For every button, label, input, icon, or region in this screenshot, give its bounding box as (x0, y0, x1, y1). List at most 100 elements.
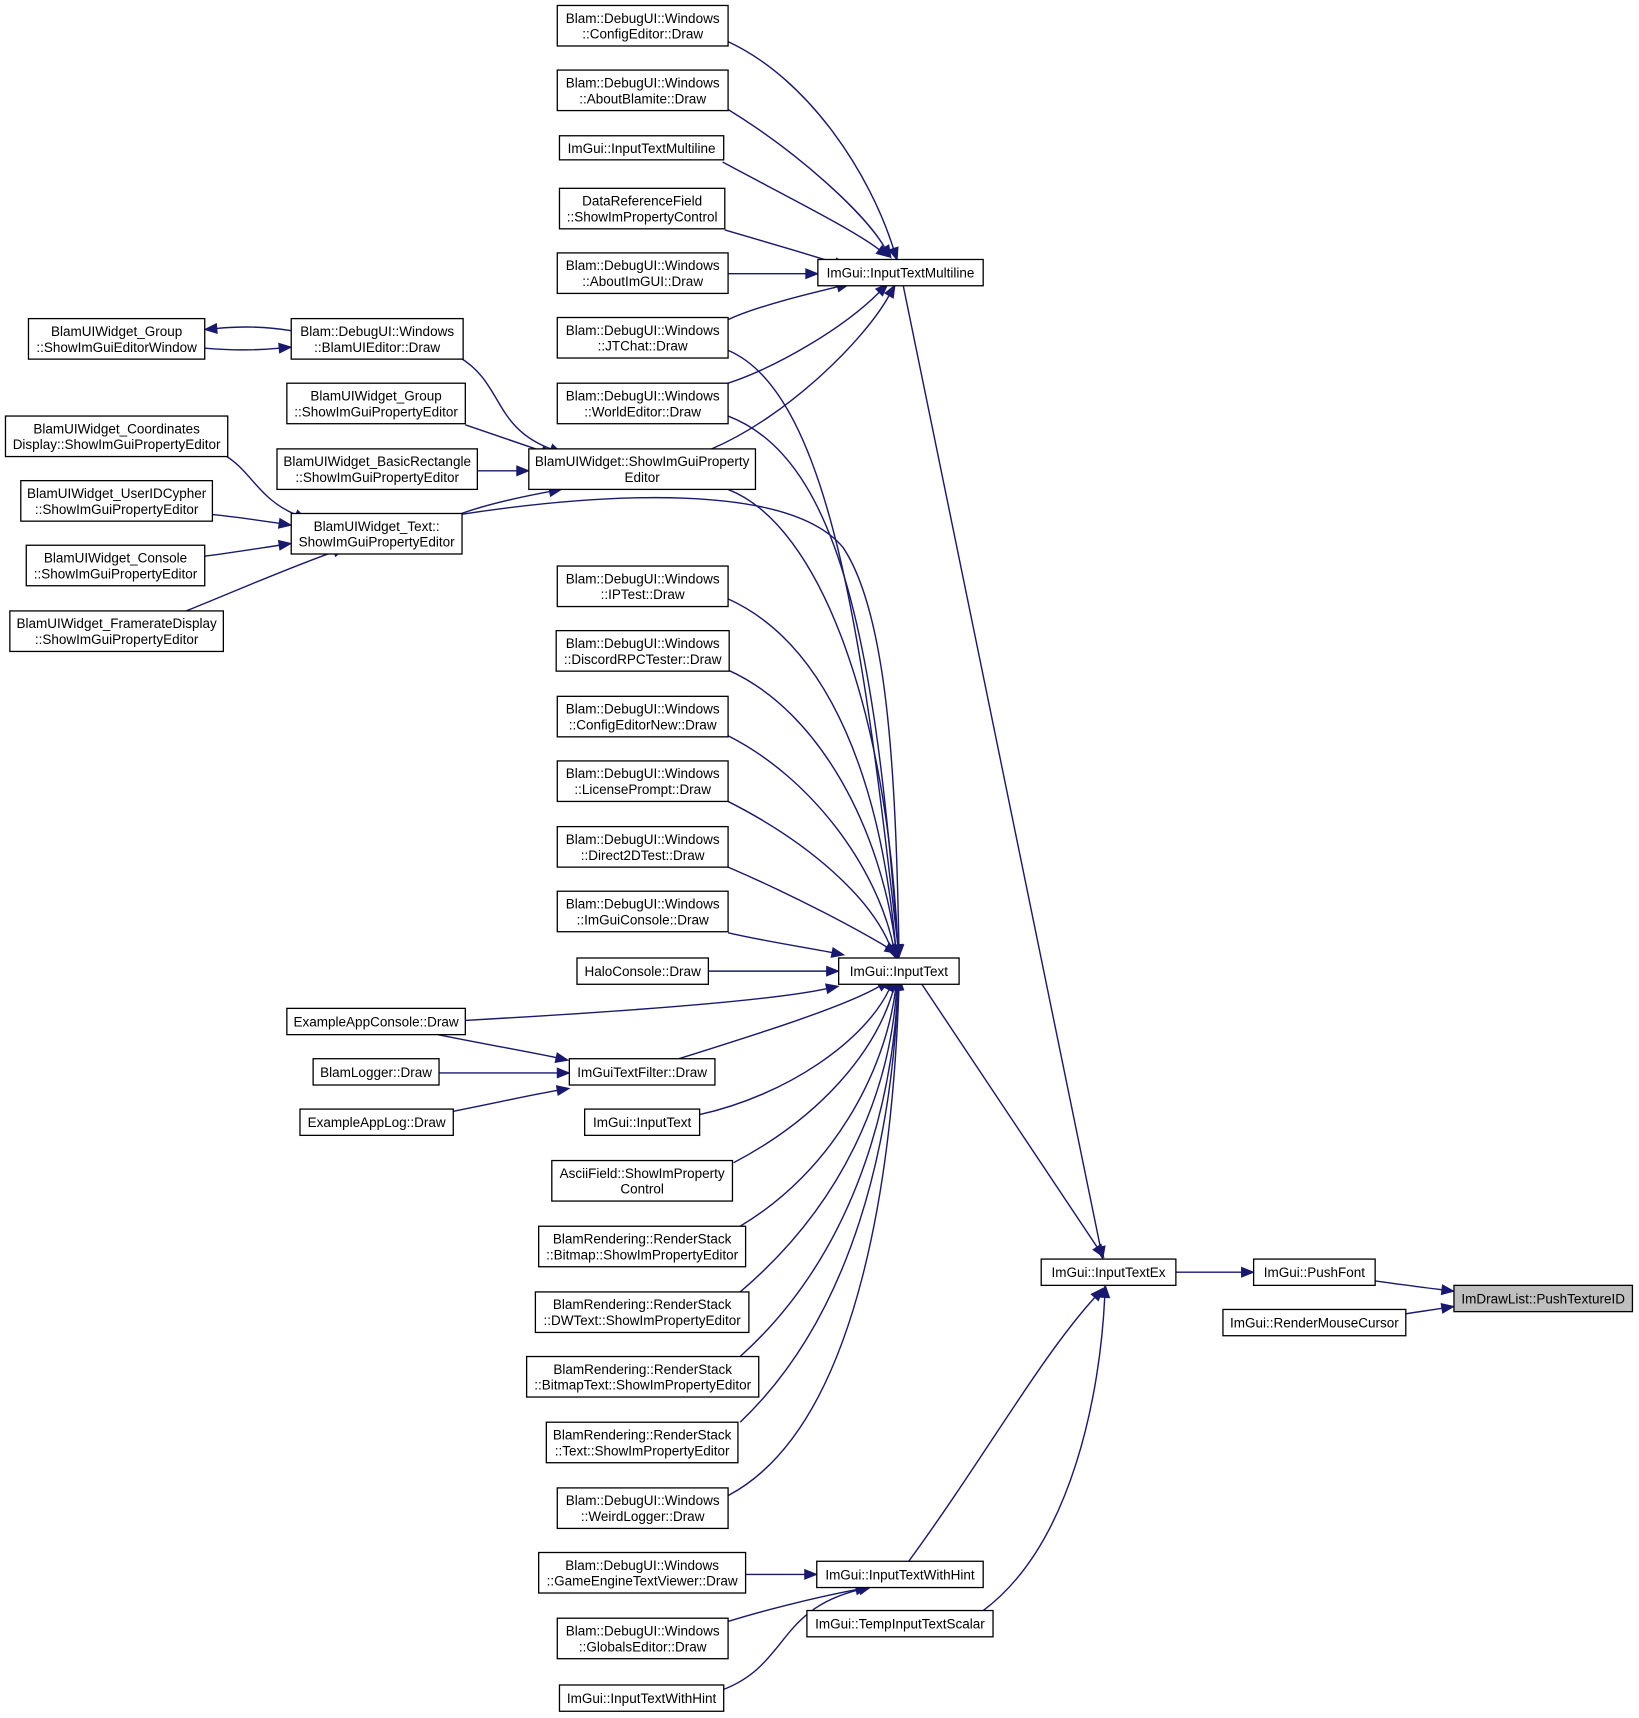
edge-line (727, 415, 899, 945)
node-ascii[interactable]: AsciiField::ShowImPropertyControl (551, 1159, 734, 1202)
node-rs-bitmap[interactable]: BlamRendering::RenderStack::Bitmap::Show… (538, 1225, 747, 1268)
arrowhead (554, 1052, 570, 1063)
node-label-line: ::ShowImGuiPropertyEditor (35, 502, 199, 517)
node-itwh[interactable]: ImGui::InputTextWithHint (816, 1560, 984, 1589)
node-box (556, 1487, 729, 1530)
node-example-log[interactable]: ExampleAppLog::Draw (299, 1108, 454, 1137)
node-box (556, 316, 729, 359)
edge-line (739, 989, 899, 1358)
node-world-editor[interactable]: Blam::DebugUI::Windows::WorldEditor::Dra… (556, 382, 729, 425)
arrowhead (516, 465, 531, 477)
edge-line (216, 326, 292, 332)
node-globals[interactable]: Blam::DebugUI::Windows::GlobalsEditor::D… (556, 1617, 729, 1660)
node-box (1040, 1258, 1177, 1287)
node-box (286, 1007, 466, 1036)
node-bw-framerate[interactable]: BlamUIWidget_FramerateDisplay::ShowImGui… (9, 610, 225, 653)
node-input-text-caller[interactable]: ImGui::InputText (584, 1108, 701, 1137)
edge-line (727, 932, 833, 954)
edge-line (1375, 1280, 1443, 1291)
node-rs-text[interactable]: BlamRendering::RenderStack::Text::ShowIm… (545, 1421, 739, 1464)
node-push-font[interactable]: ImGui::PushFont (1252, 1258, 1376, 1287)
edge-iptest-to-input_text (727, 598, 902, 960)
node-label-line: ::Text::ShowImPropertyEditor (555, 1443, 730, 1458)
edge-line (204, 347, 280, 351)
node-bw-coords[interactable]: BlamUIWidget_CoordinatesDisplay::ShowImG… (4, 415, 229, 458)
node-box (556, 890, 729, 933)
node-blamui-editor[interactable]: Blam::DebugUI::Windows::BlamUIEditor::Dr… (290, 317, 464, 360)
node-weird-logger[interactable]: Blam::DebugUI::Windows::WeirdLogger::Dra… (556, 1487, 729, 1530)
node-imgui-console[interactable]: Blam::DebugUI::Windows::ImGuiConsole::Dr… (556, 890, 729, 933)
edge-line (678, 985, 880, 1060)
edge-temp_scalar-to-input_text_ex (982, 1284, 1111, 1612)
node-label-line: ::Direct2DTest::Draw (581, 848, 705, 863)
edge-line (458, 356, 551, 450)
node-label-line: Control (620, 1182, 664, 1197)
edge-line (727, 1589, 857, 1623)
node-itm-ml[interactable]: ImGui::InputTextMultiline (817, 258, 984, 287)
edge-line (902, 285, 1102, 1248)
node-iptest[interactable]: Blam::DebugUI::Windows::IPTest::Draw (556, 565, 729, 608)
node-input-text-ex[interactable]: ImGui::InputTextEx (1040, 1258, 1177, 1287)
node-label-line: ImGui::TempInputTextScalar (815, 1617, 985, 1632)
node-label-line: Blam::DebugUI::Windows (566, 702, 720, 717)
node-discord[interactable]: Blam::DebugUI::Windows::DiscordRPCTester… (555, 629, 730, 672)
node-box (556, 382, 729, 425)
edge-weird_logger-to-input_text (727, 976, 905, 1497)
node-textfilter[interactable]: ImGuiTextFilter::Draw (568, 1058, 716, 1086)
node-itm-ml-caller[interactable]: ImGui::InputTextMultiline (558, 135, 725, 161)
node-rs-bitmaptext[interactable]: BlamRendering::RenderStack::BitmapText::… (525, 1355, 760, 1398)
edge-line (222, 453, 296, 516)
node-itwh-caller[interactable]: ImGui::InputTextWithHint (558, 1684, 725, 1712)
node-about-imgui[interactable]: Blam::DebugUI::Windows::AboutImGUI::Draw (556, 252, 729, 295)
node-dataref[interactable]: DataReferenceField::ShowImPropertyContro… (558, 187, 726, 230)
node-temp-scalar[interactable]: ImGui::TempInputTextScalar (806, 1609, 994, 1638)
edges-layer (185, 40, 1456, 1691)
node-box (558, 187, 726, 230)
node-label-line: BlamUIWidget_Group (310, 389, 441, 404)
node-box (817, 258, 984, 287)
node-box (312, 1058, 440, 1086)
edge-line (727, 291, 880, 384)
node-direct2d[interactable]: Blam::DebugUI::Windows::Direct2DTest::Dr… (556, 825, 729, 868)
node-bw-console[interactable]: BlamUIWidget_Console::ShowImGuiPropertyE… (25, 544, 206, 587)
node-label-line: BlamRendering::RenderStack (553, 1428, 732, 1443)
node-input-text[interactable]: ImGui::InputText (838, 957, 960, 985)
node-label-line: ::ConfigEditorNew::Draw (569, 718, 717, 733)
node-label-line: Blam::DebugUI::Windows (566, 766, 720, 781)
node-label-line: AsciiField::ShowImProperty (560, 1166, 725, 1181)
node-cfg-editor-new[interactable]: Blam::DebugUI::Windows::ConfigEditorNew:… (556, 695, 729, 738)
edge-blam_logger-to-textfilter (437, 1067, 571, 1079)
node-label-line: Blam::DebugUI::Windows (566, 832, 720, 847)
edge-itm_ml_caller-to-itm_ml (722, 161, 890, 258)
node-about-blamite[interactable]: Blam::DebugUI::Windows::AboutBlamite::Dr… (556, 69, 729, 112)
edge-push_font-to-push_texture (1375, 1280, 1456, 1296)
node-license[interactable]: Blam::DebugUI::Windows::LicensePrompt::D… (556, 760, 729, 803)
arrowhead (277, 517, 293, 529)
node-box (299, 1108, 454, 1137)
edge-jtchat-to-input_text (727, 349, 904, 959)
node-label-line: ShowImGuiPropertyEditor (299, 535, 456, 550)
node-label-line: ::Bitmap::ShowImPropertyEditor (546, 1247, 739, 1262)
node-box (528, 448, 757, 491)
node-box (556, 695, 729, 738)
node-bw-userid[interactable]: BlamUIWidget_UserIDCypher::ShowImGuiProp… (20, 479, 214, 522)
edge-game_engine_viewer-to-itwh (745, 1568, 819, 1580)
node-bw-group-prop[interactable]: BlamUIWidget_Group::ShowImGuiPropertyEdi… (286, 382, 466, 425)
node-bw-group-win[interactable]: BlamUIWidget_Group::ShowImGuiEditorWindo… (27, 317, 206, 360)
node-example-console[interactable]: ExampleAppConsole::Draw (286, 1007, 466, 1036)
edge-line (465, 987, 827, 1022)
node-bw-basicrect[interactable]: BlamUIWidget_BasicRectangle::ShowImGuiPr… (276, 448, 479, 491)
edge-about_imgui-to-itm_ml (728, 268, 820, 280)
node-halo-console[interactable]: HaloConsole::Draw (576, 957, 710, 985)
node-cfg-editor[interactable]: Blam::DebugUI::Windows::ConfigEditor::Dr… (556, 4, 729, 47)
node-blam-logger[interactable]: BlamLogger::Draw (312, 1058, 440, 1086)
node-game-engine-viewer[interactable]: Blam::DebugUI::Windows::GameEngineTextVi… (538, 1551, 747, 1594)
edge-line (739, 989, 898, 1293)
edge-line (727, 108, 886, 248)
node-render-cursor[interactable]: ImGui::RenderMouseCursor (1222, 1308, 1407, 1337)
node-push-texture[interactable]: ImDrawList::PushTextureID (1453, 1284, 1634, 1313)
node-jtchat[interactable]: Blam::DebugUI::Windows::JTChat::Draw (556, 316, 729, 359)
node-bw-text[interactable]: BlamUIWidget_Text::ShowImGuiPropertyEdit… (290, 512, 463, 555)
node-rs-dwtext[interactable]: BlamRendering::RenderStack::DWText::Show… (534, 1291, 750, 1334)
node-bw-showprop[interactable]: BlamUIWidget::ShowImGuiPropertyEditor (528, 448, 757, 491)
